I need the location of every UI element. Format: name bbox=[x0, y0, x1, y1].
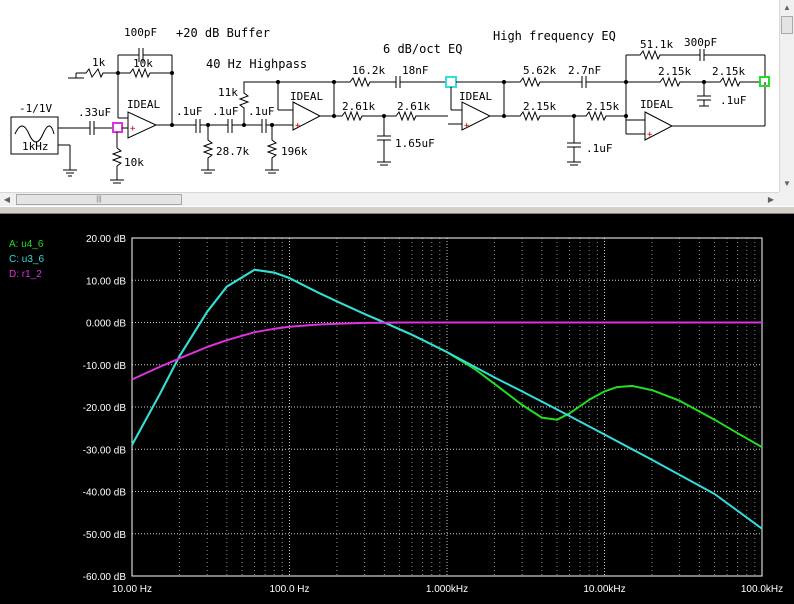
plot-frame bbox=[131, 237, 763, 577]
label-c-in: .33uF bbox=[78, 106, 111, 119]
label-c-hf1: 2.7nF bbox=[568, 64, 601, 77]
label-r-hf3: 2.15k bbox=[586, 100, 619, 113]
probe-c-marker[interactable] bbox=[445, 76, 457, 88]
pane-splitter[interactable] bbox=[0, 206, 794, 214]
y-tick-label: 0.000 dB bbox=[86, 319, 126, 330]
title-6db-eq: 6 dB/oct EQ bbox=[383, 42, 462, 56]
y-tick-label: -40.00 dB bbox=[83, 488, 127, 499]
series-c-line bbox=[131, 268, 763, 530]
label-c-eq2: 1.65uF bbox=[395, 137, 435, 150]
legend-a: A: u4_6 bbox=[9, 239, 44, 250]
label-r-hf2: 2.15k bbox=[523, 100, 556, 113]
svg-text:+: + bbox=[647, 130, 653, 140]
label-r-hp2: 28.7k bbox=[216, 145, 249, 158]
probe-a-marker[interactable] bbox=[759, 76, 770, 87]
label-r-hf1: 5.62k bbox=[523, 64, 556, 77]
series-d-line bbox=[131, 321, 762, 381]
y-tick-label: -10.00 dB bbox=[83, 361, 127, 372]
label-c-hf4: .1uF bbox=[720, 94, 747, 107]
legend-d: D: r1_2 bbox=[9, 269, 42, 280]
svg-text:+: + bbox=[464, 121, 470, 131]
scroll-left-icon[interactable]: ◀ bbox=[3, 195, 11, 204]
label-c-hp1: .1uF bbox=[176, 105, 203, 118]
label-opamp1: IDEAL bbox=[127, 98, 160, 111]
x-tick-label: 100.0 Hz bbox=[269, 584, 309, 595]
plot-area[interactable]: A: u4_6 C: u3_6 D: r1_2 20.00 dB 10.00 dB… bbox=[0, 214, 794, 604]
label-c-hp3: .1uF bbox=[248, 105, 275, 118]
title-highpass: 40 Hz Highpass bbox=[206, 57, 307, 71]
source-frequency: 1kHz bbox=[22, 140, 49, 153]
label-r-eq3: 2.61k bbox=[397, 100, 430, 113]
label-c-hf3: 300pF bbox=[684, 36, 717, 49]
y-tick-label: -20.00 dB bbox=[83, 403, 127, 414]
y-tick-label: 20.00 dB bbox=[86, 234, 126, 245]
probe-d-marker[interactable] bbox=[112, 122, 123, 133]
x-tick-label: 1.000kHz bbox=[426, 584, 468, 595]
schematic-canvas[interactable]: +20 dB Buffer 40 Hz Highpass 6 dB/oct EQ… bbox=[0, 0, 779, 192]
scroll-down-icon[interactable]: ▼ bbox=[783, 179, 791, 188]
title-hf-eq: High frequency EQ bbox=[493, 29, 616, 43]
vertical-scrollbar[interactable]: ▲ ▼ bbox=[779, 0, 794, 192]
label-r-eq1: 16.2k bbox=[352, 64, 385, 77]
y-tick-label: -50.00 dB bbox=[83, 530, 127, 541]
label-c-fb1: 100pF bbox=[124, 26, 157, 39]
label-opamp2: IDEAL bbox=[290, 90, 323, 103]
label-r-bias1: 10k bbox=[124, 156, 144, 169]
label-r-hf4: 51.1k bbox=[640, 38, 673, 51]
scroll-right-icon[interactable]: ▶ bbox=[767, 195, 775, 204]
label-c-eq1: 18nF bbox=[402, 64, 429, 77]
label-c-hp2: .1uF bbox=[212, 105, 239, 118]
scrollbar-corner bbox=[779, 192, 794, 206]
label-r-eq2: 2.61k bbox=[342, 100, 375, 113]
y-tick-label: 10.00 dB bbox=[86, 276, 126, 287]
svg-text:+: + bbox=[130, 124, 136, 134]
title-buffer: +20 dB Buffer bbox=[176, 26, 270, 40]
horizontal-scrollbar[interactable]: ◀ ||| ▶ bbox=[0, 192, 779, 206]
label-r-hf5: 2.15k bbox=[658, 65, 691, 78]
label-r-in1: 1k bbox=[92, 56, 106, 69]
scroll-up-icon[interactable]: ▲ bbox=[783, 3, 791, 12]
bode-chart: 20.00 dB 10.00 dB 0.000 dB -10.00 dB -20.00 … bbox=[83, 234, 784, 595]
label-r-hp3: 196k bbox=[281, 145, 308, 158]
legend-c: C: u3_6 bbox=[9, 254, 45, 265]
x-tick-label: 10.00 Hz bbox=[112, 584, 152, 595]
x-tick-label: 10.00kHz bbox=[583, 584, 625, 595]
y-tick-label: -30.00 dB bbox=[83, 445, 127, 456]
horizontal-scroll-thumb[interactable]: ||| bbox=[16, 194, 182, 205]
y-tick-label: -60.00 dB bbox=[83, 572, 127, 583]
x-tick-label: 100.0kHz bbox=[741, 584, 783, 595]
vertical-scroll-thumb[interactable] bbox=[781, 16, 793, 34]
svg-text:+: + bbox=[295, 121, 301, 131]
schematic-drawing: +20 dB Buffer 40 Hz Highpass 6 dB/oct EQ… bbox=[10, 26, 770, 184]
label-r-hp1: 11k bbox=[218, 86, 238, 99]
source-amplitude: -1/1V bbox=[19, 102, 52, 115]
label-opamp4: IDEAL bbox=[640, 98, 673, 111]
label-r-fb1: 10k bbox=[133, 57, 153, 70]
voltage-source[interactable]: -1/1V 1kHz bbox=[10, 102, 59, 155]
label-r-hf6: 2.15k bbox=[712, 65, 745, 78]
label-opamp3: IDEAL bbox=[459, 90, 492, 103]
label-c-hf2: .1uF bbox=[586, 142, 613, 155]
